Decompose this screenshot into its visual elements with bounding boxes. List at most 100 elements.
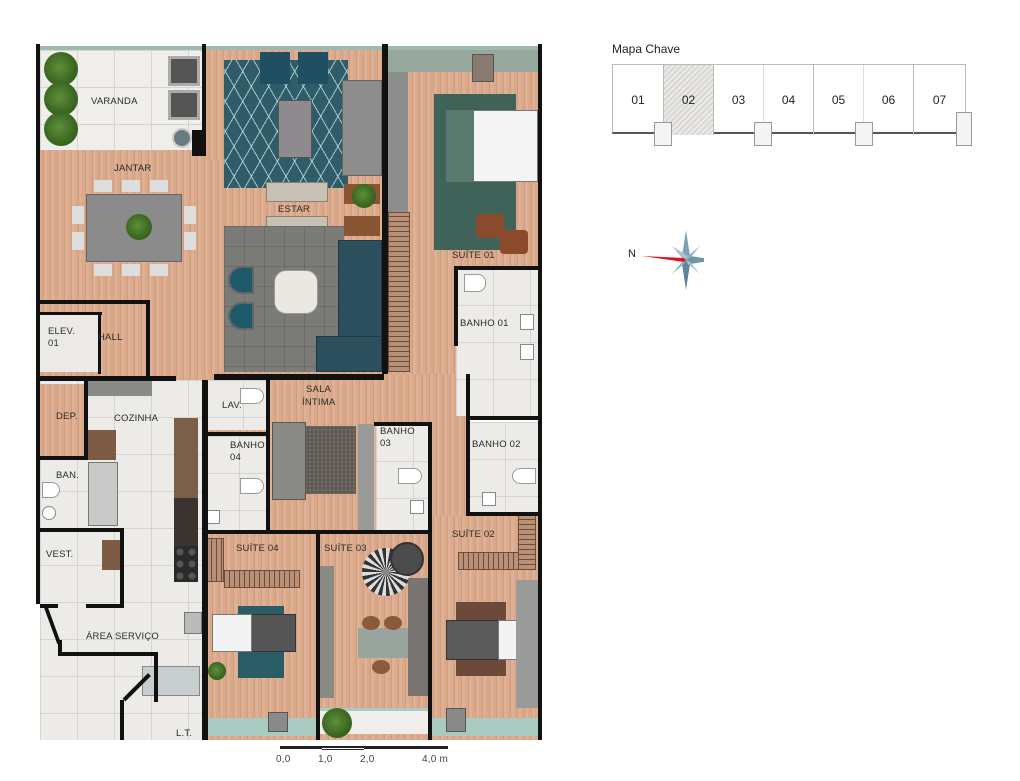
chairs-left <box>72 200 84 250</box>
compass: N <box>624 228 708 292</box>
window-strip <box>202 718 318 736</box>
closet-icon <box>518 514 536 570</box>
toilet-icon <box>42 482 60 498</box>
wall <box>318 530 432 534</box>
room-label-banho04-1: BANHO <box>230 440 265 451</box>
wall <box>98 312 101 374</box>
chairs-right <box>184 200 196 250</box>
room-label-dep: DEP. <box>56 411 78 422</box>
key-map-unit-05[interactable]: 05 <box>813 65 863 135</box>
key-map-frame: 01 02 03 04 05 06 07 <box>612 64 966 135</box>
room-label-sala-intima-1: SALA <box>306 384 332 395</box>
sink-counter-icon <box>174 498 198 546</box>
scale-bar: 0,0 1,0 2,0 4,0 m <box>276 744 450 770</box>
wall <box>40 456 88 460</box>
key-map-unit-06[interactable]: 06 <box>863 65 913 135</box>
stool-icon <box>372 660 390 674</box>
wall <box>428 530 432 740</box>
scale-tick-0: 0,0 <box>276 754 291 765</box>
key-map-unit-04[interactable]: 04 <box>763 65 813 135</box>
wall <box>202 432 270 436</box>
room-label-hall: HALL <box>98 332 123 343</box>
wall <box>36 376 176 381</box>
north-label: N <box>628 248 636 260</box>
wall <box>40 312 102 315</box>
stool-icon <box>384 616 402 630</box>
room-label-elev-2: 01 <box>48 338 59 349</box>
key-map-title: Mapa Chave <box>612 42 681 56</box>
wall <box>466 416 470 516</box>
toilet-icon <box>398 468 422 484</box>
wardrobe-panel <box>388 72 408 212</box>
desk-chair-icon <box>472 54 494 82</box>
cabinet-icon <box>86 430 116 460</box>
round-chair-icon <box>390 542 424 576</box>
sink-icon <box>410 500 424 514</box>
desk-chair-icon <box>268 712 288 732</box>
sink-icon <box>520 344 534 360</box>
wardrobe-panel <box>320 566 334 698</box>
wall <box>40 604 58 608</box>
wardrobe-panel <box>516 580 538 708</box>
room-label-cozinha: COZINHA <box>114 413 159 424</box>
lounge-chair-icon <box>274 270 318 314</box>
room-label-vest: VEST. <box>46 549 74 560</box>
wall <box>120 700 124 740</box>
wall <box>40 528 124 532</box>
side-table-icon <box>344 216 380 236</box>
room-label-estar: ESTAR <box>278 204 310 215</box>
wall <box>374 422 432 426</box>
top-window-strip <box>40 46 538 50</box>
armchair-icon <box>168 90 200 120</box>
room-label-suite04: SUÍTE 04 <box>236 543 279 554</box>
key-map: Mapa Chave 01 02 03 04 05 06 07 <box>612 42 972 152</box>
plant-icon <box>126 214 152 240</box>
bench-icon <box>266 182 328 202</box>
wall <box>202 380 208 740</box>
core-stair-icon <box>754 122 772 146</box>
wall <box>382 44 388 374</box>
toilet-icon <box>240 478 264 494</box>
armchair-icon <box>228 302 254 330</box>
room-label-elev-1: ELEV. <box>48 326 76 337</box>
sink-icon <box>520 314 534 330</box>
scale-tick-1: 1,0 <box>318 754 333 765</box>
room-label-area-servico: ÁREA SERVIÇO <box>86 631 159 642</box>
core-stair-icon <box>855 122 873 146</box>
plant-icon <box>44 112 78 146</box>
room-label-banho03-1: BANHO <box>380 426 415 437</box>
wall <box>538 44 542 740</box>
closet-icon <box>206 538 224 582</box>
key-map-unit-01[interactable]: 01 <box>631 93 645 107</box>
scale-line <box>280 746 448 749</box>
banho01-floor <box>456 268 538 416</box>
closet-icon <box>388 212 410 372</box>
room-label-suite01: SUÍTE 01 <box>452 250 495 261</box>
room-label-lav: LAV. <box>222 400 242 411</box>
room-label-lt: L.T. <box>176 728 193 739</box>
wall <box>214 374 384 380</box>
textured-rug <box>306 426 356 494</box>
room-label-banho03-2: 03 <box>380 438 391 449</box>
wall <box>86 604 124 608</box>
compass-rose-icon <box>642 230 704 290</box>
plant-icon <box>208 662 226 680</box>
scale-segment <box>322 747 364 750</box>
room-label-banho02: BANHO 02 <box>472 439 521 450</box>
plant-icon <box>44 82 78 116</box>
bed-blanket <box>446 110 474 182</box>
wall <box>58 652 158 656</box>
island-counter <box>86 380 152 396</box>
wall <box>120 528 124 606</box>
wall <box>454 266 538 270</box>
wall <box>266 436 270 532</box>
wall <box>454 266 458 346</box>
wall <box>154 652 158 702</box>
key-map-unit-07[interactable]: 07 <box>913 65 965 135</box>
wall <box>466 374 470 422</box>
armchair-icon <box>500 230 528 254</box>
bed-sheet <box>212 614 252 652</box>
key-map-unit-03[interactable]: 03 <box>713 65 763 135</box>
laundry-tank-icon <box>142 666 200 696</box>
room-label-sala-intima-2: ÍNTIMA <box>302 397 336 408</box>
